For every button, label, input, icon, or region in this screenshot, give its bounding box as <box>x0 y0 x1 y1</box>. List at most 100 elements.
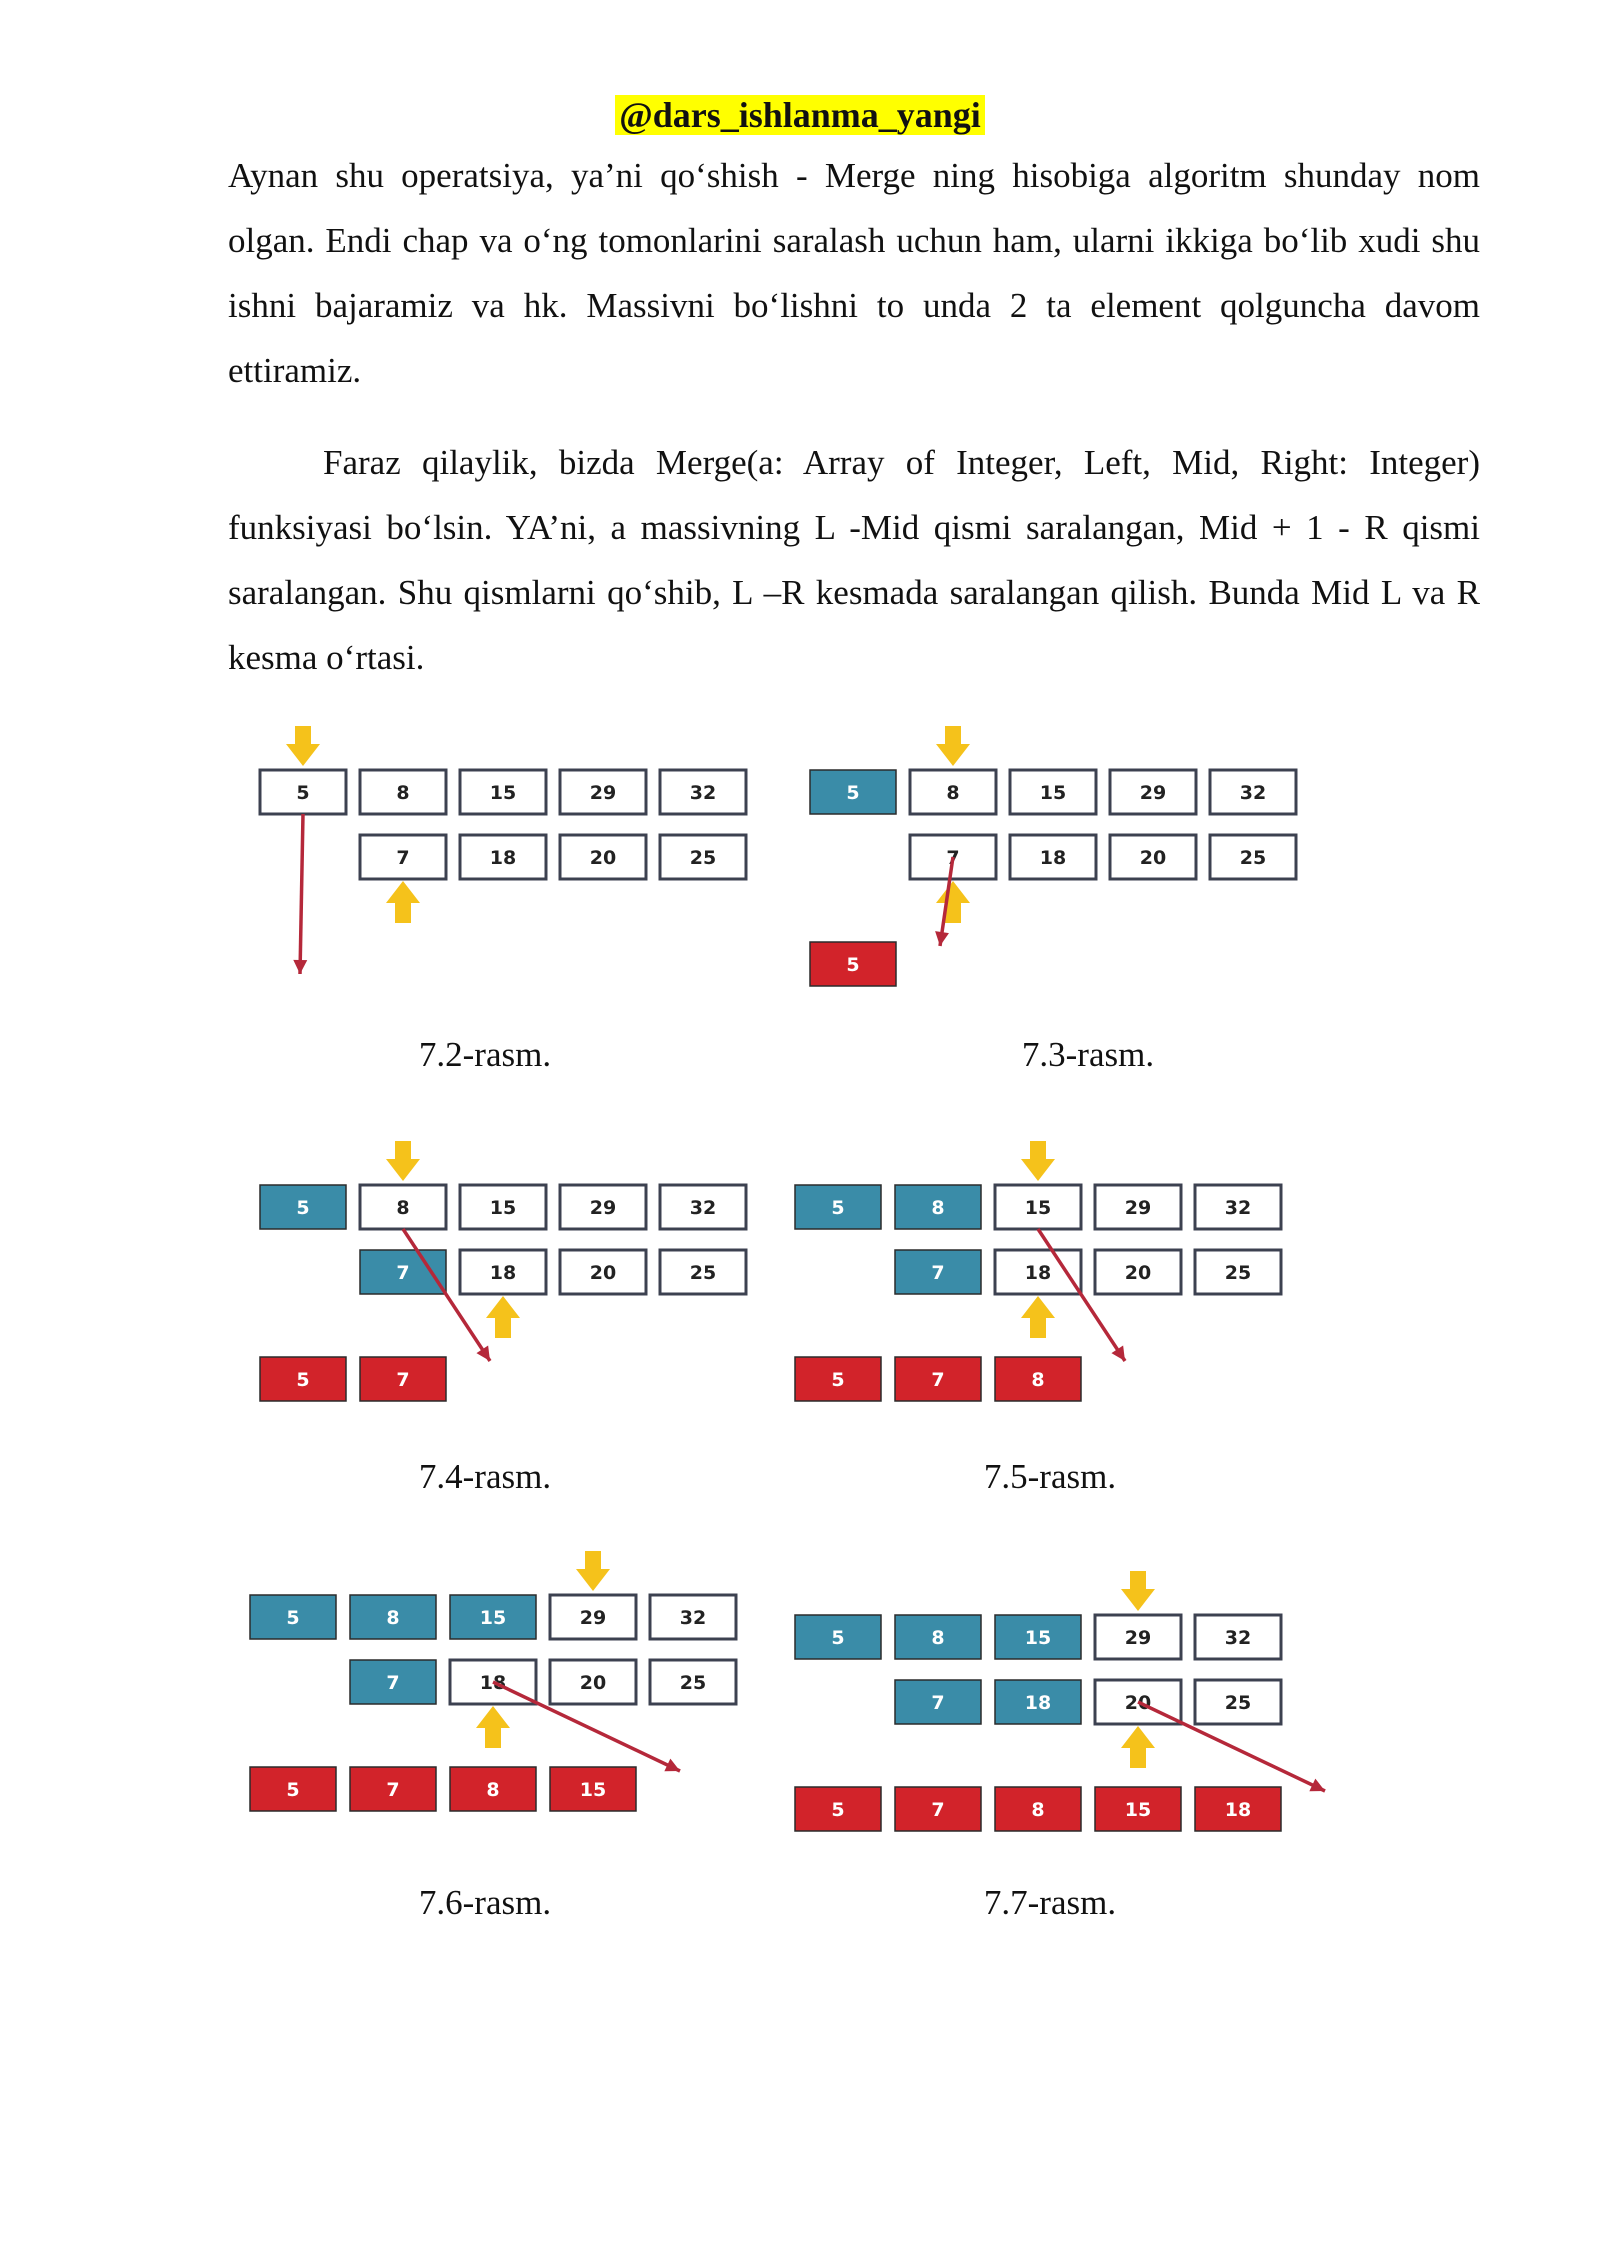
bottom-cell-1: 18 <box>1008 833 1098 881</box>
top-cell-1-value: 8 <box>396 1197 409 1219</box>
result-cell-2: 8 <box>449 1766 537 1812</box>
top-cell-3-value: 29 <box>1140 782 1166 804</box>
result-cell-4: 18 <box>1194 1786 1282 1832</box>
result-cell-1-value: 7 <box>396 1369 409 1391</box>
top-cell-3-value: 29 <box>590 782 616 804</box>
result-cell-2: 8 <box>994 1356 1082 1402</box>
result-cell-1: 7 <box>894 1356 982 1402</box>
merge-diagram-svg: 5 8 15 29 32 7 18 20 25 5 7 <box>259 1141 748 1402</box>
top-cell-2: 15 <box>994 1614 1082 1660</box>
top-cell-2-value: 15 <box>1025 1627 1051 1649</box>
result-cell-0-value: 5 <box>286 1779 299 1801</box>
result-cell-0-value: 5 <box>846 954 859 976</box>
top-cell-3-value: 29 <box>1125 1627 1151 1649</box>
top-cell-3: 29 <box>1093 1183 1183 1231</box>
bottom-cell-3: 25 <box>1193 1678 1283 1726</box>
bottom-cell-0-value: 7 <box>396 847 409 869</box>
bottom-cell-2: 20 <box>1108 833 1198 881</box>
result-cell-2-value: 8 <box>1031 1799 1044 1821</box>
bottom-cell-2: 20 <box>558 1248 648 1296</box>
merge-arrow-icon <box>1036 1228 1127 1362</box>
top-cell-4: 32 <box>1193 1613 1283 1661</box>
bottom-pointer-icon <box>936 881 970 923</box>
top-cell-0: 5 <box>249 1594 337 1640</box>
top-cell-3-value: 29 <box>590 1197 616 1219</box>
top-cell-2: 15 <box>993 1183 1083 1231</box>
top-cell-3: 29 <box>548 1593 638 1641</box>
result-cell-1-value: 7 <box>931 1799 944 1821</box>
top-cell-0: 5 <box>794 1614 882 1660</box>
bottom-cell-3-value: 25 <box>690 847 716 869</box>
channel-handle: @dars_ishlanma_yangi <box>615 95 985 135</box>
top-cell-4: 32 <box>1193 1183 1283 1231</box>
merge-arrow-icon <box>492 1680 681 1773</box>
bottom-cell-0: 7 <box>908 833 998 881</box>
top-cell-2: 15 <box>449 1594 537 1640</box>
top-cell-3: 29 <box>558 768 648 816</box>
result-cell-1-value: 7 <box>931 1369 944 1391</box>
top-cell-0-value: 5 <box>846 782 859 804</box>
bottom-cell-0: 7 <box>358 833 448 881</box>
top-cell-4: 32 <box>1208 768 1298 816</box>
top-cell-2-value: 15 <box>480 1607 506 1629</box>
bottom-cell-3: 25 <box>658 833 748 881</box>
bottom-pointer-icon <box>386 881 420 923</box>
top-cell-0: 5 <box>794 1184 882 1230</box>
top-pointer-icon <box>576 1551 610 1591</box>
top-pointer-icon <box>1121 1571 1155 1611</box>
bottom-cell-1-value: 18 <box>490 1262 516 1284</box>
caption-7-2: 7.2-rasm. <box>418 1035 552 1074</box>
top-cell-2: 15 <box>458 768 548 816</box>
bottom-cell-2: 20 <box>548 1658 638 1706</box>
bottom-cell-1-value: 18 <box>1040 847 1066 869</box>
top-cell-4: 32 <box>658 1183 748 1231</box>
bottom-cell-3: 25 <box>1208 833 1298 881</box>
result-cell-1-value: 7 <box>386 1779 399 1801</box>
result-cell-1: 7 <box>349 1766 437 1812</box>
result-cell-2-value: 8 <box>486 1779 499 1801</box>
bottom-cell-3: 25 <box>1193 1248 1283 1296</box>
bottom-cell-0-value: 7 <box>386 1672 399 1694</box>
result-cell-0: 5 <box>259 1356 347 1402</box>
bottom-cell-3: 25 <box>658 1248 748 1296</box>
top-pointer-icon <box>1021 1141 1055 1181</box>
result-cell-0-value: 5 <box>831 1799 844 1821</box>
bottom-pointer-icon <box>486 1296 520 1338</box>
bottom-cell-2-value: 20 <box>590 1262 616 1284</box>
bottom-cell-3-value: 25 <box>1225 1262 1251 1284</box>
channel-header: @dars_ishlanma_yangi <box>0 94 1600 136</box>
top-cell-4-value: 32 <box>690 782 716 804</box>
bottom-cell-1-value: 18 <box>490 847 516 869</box>
top-cell-2-value: 15 <box>490 1197 516 1219</box>
bottom-cell-3-value: 25 <box>1240 847 1266 869</box>
top-cell-1: 8 <box>908 768 998 816</box>
top-pointer-icon <box>286 726 320 766</box>
top-cell-1-value: 8 <box>946 782 959 804</box>
result-cell-3: 15 <box>1094 1786 1182 1832</box>
paragraph-1: Aynan shu operatsiya, ya’ni qo‘shish - M… <box>228 156 1480 390</box>
bottom-cell-0-value: 7 <box>931 1262 944 1284</box>
bottom-cell-1: 18 <box>458 833 548 881</box>
top-cell-4-value: 32 <box>680 1607 706 1629</box>
merge-arrow-icon <box>401 1228 492 1362</box>
result-cell-0-value: 5 <box>831 1369 844 1391</box>
bottom-cell-1-value: 18 <box>1025 1692 1051 1714</box>
top-cell-4-value: 32 <box>690 1197 716 1219</box>
top-cell-0-value: 5 <box>296 1197 309 1219</box>
result-cell-0-value: 5 <box>296 1369 309 1391</box>
merge-arrow-icon <box>935 856 955 947</box>
figure-7-4: 5 8 15 29 32 7 18 20 25 5 7 <box>240 1135 820 1425</box>
bottom-cell-2-value: 20 <box>1125 1262 1151 1284</box>
top-cell-4-value: 32 <box>1225 1197 1251 1219</box>
bottom-pointer-icon <box>1021 1296 1055 1338</box>
bottom-cell-0-value: 7 <box>396 1262 409 1284</box>
top-cell-1-value: 8 <box>396 782 409 804</box>
merge-arrow-icon <box>293 813 308 975</box>
